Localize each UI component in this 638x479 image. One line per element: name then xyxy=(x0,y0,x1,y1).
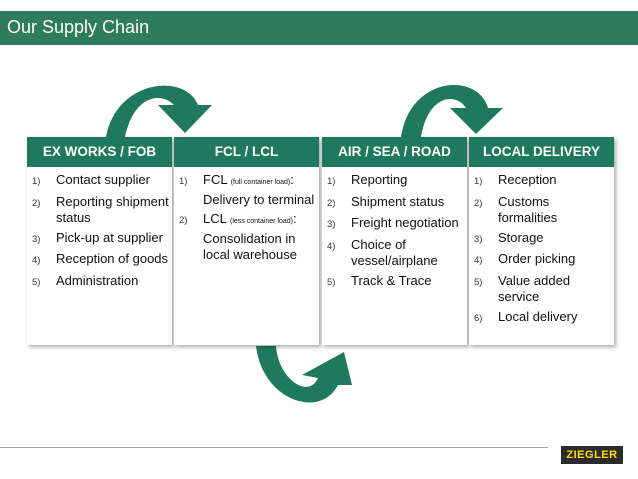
column-items: 1) Reception 2) Customs formalities 3) Stor… xyxy=(469,167,614,327)
item-text: Local delivery xyxy=(498,308,578,324)
item-text: Choice of vessel/airplane xyxy=(351,236,438,269)
item-text: Value added service xyxy=(498,272,571,305)
list-item: 5) Administration xyxy=(31,273,170,292)
title-bar: Our Supply Chain xyxy=(0,11,638,45)
item-number: 1) xyxy=(474,176,483,187)
item-number: 3) xyxy=(32,233,41,245)
list-item: 4) Choice of vessel/airplane xyxy=(326,237,465,270)
list-item: 1) FCL (full container load): Delivery to… xyxy=(178,172,317,208)
list-item: 1) Contact supplier xyxy=(31,172,170,191)
list-item: 5) Track & Trace xyxy=(326,273,465,292)
item-text: Track & Trace xyxy=(351,272,432,288)
item-note: (less container load) xyxy=(229,218,294,225)
item-text: Reporting shipment status xyxy=(56,193,169,226)
list-item: 3) Freight negotiation xyxy=(326,215,465,234)
list-item: 5) Value added service xyxy=(473,273,612,306)
list-item: 6) Local delivery xyxy=(473,309,612,328)
item-text: Pick-up at supplier xyxy=(56,229,163,245)
arrow-air-to-local xyxy=(401,85,503,137)
column-ex-works-fob: EX WORKS / FOB 1) Contact supplier 2) Repo… xyxy=(27,137,172,345)
column-local-delivery: LOCAL DELIVERY 1) Reception 2) Customs for… xyxy=(469,137,614,345)
item-number: 1) xyxy=(179,176,188,187)
item-number: 3) xyxy=(474,233,483,245)
list-item: 4) Reception of goods xyxy=(31,251,170,270)
ziegler-logo: ZIEGLER xyxy=(561,446,623,464)
list-item: 1) Reporting xyxy=(326,172,465,191)
column-air-sea-road: AIR / SEA / ROAD 1) Reporting 2) Shipment … xyxy=(322,137,467,345)
item-lead: LCL xyxy=(203,211,230,226)
item-text: Storage xyxy=(498,229,544,245)
list-item: 4) Order picking xyxy=(473,251,612,270)
item-number: 2) xyxy=(327,197,336,209)
item-text: Shipment status xyxy=(351,193,445,209)
item-number: 1) xyxy=(32,176,41,187)
list-item: 2) LCL (less container load): Consolidati… xyxy=(178,211,317,264)
item-text: LCL (less container load): Consolidation… xyxy=(203,211,317,264)
list-item: 1) Reception xyxy=(473,172,612,191)
item-lead: FCL xyxy=(203,172,231,187)
list-item: 2) Reporting shipment status xyxy=(31,194,170,227)
arrow-exworks-to-fcl xyxy=(106,85,212,137)
item-number: 5) xyxy=(32,276,41,288)
column-items: 1) FCL (full container load): Delivery to… xyxy=(174,167,319,264)
item-text: FCL (full container load): Delivery to t… xyxy=(203,172,317,208)
item-text: Freight negotiation xyxy=(351,215,459,230)
item-number: 6) xyxy=(474,312,483,324)
item-text: Administration xyxy=(56,272,139,288)
item-number: 5) xyxy=(327,276,336,288)
list-item: 2) Customs formalities xyxy=(473,194,612,227)
page-title: Our Supply Chain xyxy=(7,17,150,37)
arrow-fcl-to-air xyxy=(256,346,352,403)
column-header: EX WORKS / FOB xyxy=(27,137,172,167)
list-item: 3) Storage xyxy=(473,230,612,249)
column-header: AIR / SEA / ROAD xyxy=(322,137,467,167)
item-number: 2) xyxy=(474,197,483,209)
item-number: 4) xyxy=(474,255,483,266)
column-items: 1) Reporting 2) Shipment status 3) Freight … xyxy=(322,167,467,291)
item-number: 1) xyxy=(327,176,336,187)
item-text: Reporting xyxy=(351,172,408,187)
column-header: LOCAL DELIVERY xyxy=(469,137,614,167)
item-number: 5) xyxy=(474,276,483,288)
column-fcl-lcl: FCL / LCL 1) FCL (full container load): D… xyxy=(174,137,319,345)
item-note: (full container load) xyxy=(230,179,291,186)
item-text: Reception of goods xyxy=(56,251,169,266)
column-header: FCL / LCL xyxy=(174,137,319,167)
item-number: 2) xyxy=(179,215,188,226)
item-tail: : Consolidation in local warehouse xyxy=(203,211,297,262)
item-text: Customs formalities xyxy=(498,193,558,226)
item-text: Reception xyxy=(498,172,557,187)
footer-divider xyxy=(0,447,548,448)
column-items: 1) Contact supplier 2) Reporting shipment … xyxy=(27,167,172,291)
item-number: 4) xyxy=(32,255,41,266)
item-tail: : Delivery to terminal xyxy=(203,172,315,207)
item-number: 4) xyxy=(327,240,336,252)
list-item: 2) Shipment status xyxy=(326,194,465,213)
item-number: 2) xyxy=(32,197,41,209)
item-number: 3) xyxy=(327,219,336,230)
item-text: Contact supplier xyxy=(56,172,150,187)
item-text: Order picking xyxy=(498,251,576,266)
list-item: 3) Pick-up at supplier xyxy=(31,230,170,249)
